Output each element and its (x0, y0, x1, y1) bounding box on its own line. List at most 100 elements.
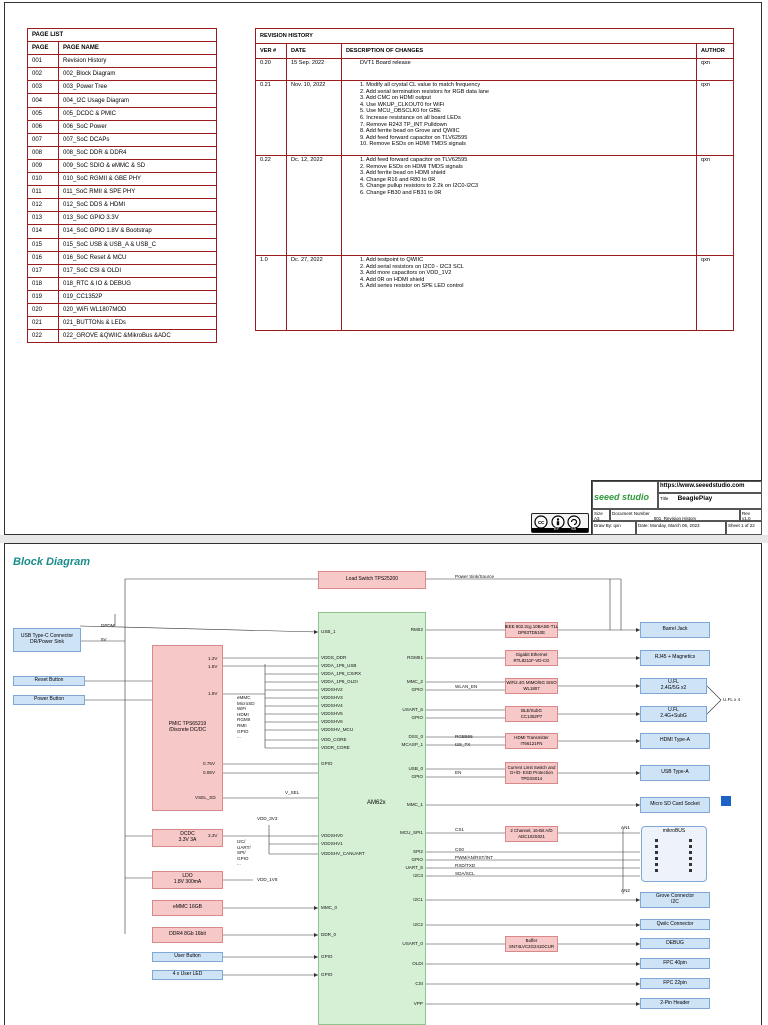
mikrobus-header-block: mikroBUS (641, 826, 707, 882)
revision-row: 0.20 15 Sep. 2022 DVT1 Board release qxn (255, 58, 734, 81)
page-gap (0, 535, 768, 543)
sheet-value: 1 of 22 (741, 523, 755, 528)
vsel-sd-label: VSEL_SD (195, 795, 216, 800)
load-switch-block: Load Switch TPS25200 (318, 571, 426, 589)
soc-left-pin: VDDA_1P8_USB (321, 663, 357, 668)
rev-author: qxn (696, 255, 734, 331)
page-name: 016_SoC Reset & MCU (58, 250, 217, 265)
rev-changes: DVT1 Board release (341, 58, 697, 81)
page-name: 020_WiFi WL1807MOD (58, 302, 217, 318)
soc-left-pin: VDDSHV1 (321, 841, 343, 846)
interface-chip-block: Current Limit Switch and D+/D- ESD Prote… (505, 762, 558, 784)
doc-cell: Document Number 001_Revision History (610, 509, 740, 521)
change-item: 5. Add series resistor on SPE LED contro… (360, 283, 464, 290)
dcdc-consumer-label: GPIO (237, 855, 249, 861)
sd-card-icon (721, 796, 731, 806)
page-number: 008 (27, 145, 59, 160)
drawn-by-cell: Draw By: qxn (592, 521, 636, 535)
change-item: 1. Add testpoint to QWIIC (360, 257, 424, 263)
user-led-block: 4 x User LED (152, 970, 223, 980)
page-number: 018 (27, 276, 59, 291)
dcdc-block: DCDC 3.3V 3A (152, 829, 223, 847)
connector-block: U.FL 2.4G/5G x2 (640, 678, 707, 694)
dpdm-label: DPDM (101, 623, 115, 628)
change-item: 5. Change pullup resistors to 2.2k on I2… (360, 183, 479, 190)
pmic-consumer-label: ... (237, 734, 241, 740)
rev-changes: 1. Modify all crystal CL value to match … (341, 80, 697, 156)
cc-icon: cc (532, 515, 588, 532)
reset-button-block: Reset Button (13, 676, 85, 686)
interface-chip-block: 2 Channel, 16-Bit A/D ADC102S021 (505, 826, 558, 842)
title-label: Title (660, 496, 669, 501)
page-name: 005_DCDC & PMIC (58, 106, 217, 121)
soc-left-pin: USB_1 (321, 629, 336, 634)
soc-right-pin: MCASP_1 (401, 742, 423, 747)
change-item: 2. Remove ESDs on HDMI TMDS signals (360, 163, 463, 170)
soc-right-pin: GPIO (411, 774, 424, 779)
pmic-consumer-label: WiFi (237, 706, 247, 712)
soc-right-pin: RMII2 (410, 627, 423, 632)
rail-0v85-label: 0.85V (203, 770, 216, 775)
soc-left-pin: VDDSHV0 (321, 833, 343, 838)
emmc-block: eMMC 16GB (152, 900, 223, 916)
change-item: 1. Add feed forward capacitor on TLV6259… (360, 157, 468, 163)
page-name: 009_SoC SDIO & eMMC & SD (58, 158, 217, 174)
diagram-wires (79, 578, 722, 1006)
pmic-consumer-label: HDMI (237, 711, 249, 717)
rev-ver: 1.0 (255, 255, 287, 331)
vsel-signal-label: V_SEL (285, 790, 300, 795)
url-cell: https://www.seeedstudio.com (658, 481, 762, 493)
revision-history-table: REVISION HISTORY VER # DATE DESCRIPTION … (255, 28, 734, 331)
soc-right-pin: I2C3 (413, 873, 423, 878)
size-value: A3 (594, 516, 600, 521)
rail-1v8-label: 1.8V (208, 664, 218, 669)
soc-right-pin: RGMII1 (407, 655, 423, 660)
page-name: 012_SoC DDS & HDMI (58, 198, 217, 213)
change-item: 9. Add feed forward capacitor on TLV6259… (360, 134, 468, 141)
connector-block: Grove Connector I2C (640, 892, 710, 908)
dcdc-consumer-label: UART/ (237, 844, 251, 850)
soc-right-pin: VPP (413, 1001, 423, 1006)
page-number: 016 (27, 250, 59, 265)
change-item: DVT1 Board release (360, 60, 411, 66)
soc-left-pin: VDDSHV2 (321, 687, 343, 692)
soc-block: AM62x (318, 612, 426, 1025)
soc-right-pin: USART_0 (402, 941, 423, 946)
rev-author: qxn (696, 80, 734, 156)
page-number: 010 (27, 172, 59, 187)
date-cell: Date: Monday, March 06, 2023 (636, 521, 726, 535)
interface-chip-block: Gigabit Ethernet RTL8211F-VD-CG (505, 650, 558, 666)
page-name: 004_I2C Usage Diagram (58, 93, 217, 108)
mikrobus-pins-icon (655, 839, 692, 872)
connector-block: Qwiic Connector (640, 919, 710, 930)
interface-signal-label: EN (455, 770, 462, 775)
soc-left-pin: VDDSHV_MCU (321, 727, 354, 732)
title-block: seeed studio https://www.seeedstudio.com… (591, 480, 762, 535)
page-list-header-page: PAGE (27, 41, 59, 56)
interface-signal-label: PWM/AN/RST/INT (455, 855, 494, 860)
rev-cell: Rev v1.0 (740, 509, 762, 521)
page-number: 012 (27, 198, 59, 213)
soc-left-pin: VDDSHV3 (321, 695, 343, 700)
page-name: Revision History (58, 54, 217, 69)
size-label: Size (594, 511, 603, 516)
page-name: 013_SoC GPIO 3.3V (58, 211, 217, 226)
power-sink-source-label: Power Sink/Source (455, 574, 495, 579)
page-name: 021_BUTTONs & LEDs (58, 316, 217, 331)
rh-header-ver: VER # (255, 43, 287, 59)
rh-header-date: DATE (286, 43, 342, 59)
soc-right-pin: DSS_0 (408, 734, 423, 739)
page-number: 003 (27, 80, 59, 95)
change-item: 3. Add CMC on HDMI output (360, 95, 431, 102)
change-item: 4. Add 0R on HDMI shield (360, 276, 425, 283)
interface-chip-block: HDMI Transmitter IT66121FN (505, 733, 558, 749)
usbc-connector-block: USB Type-C Connector DR/Power Sink (13, 628, 81, 652)
